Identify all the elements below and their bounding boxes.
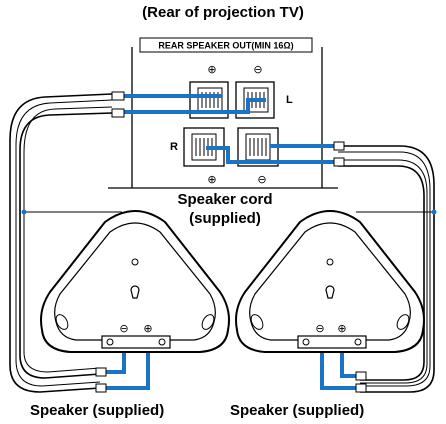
speaker-cord-right	[338, 145, 437, 393]
speaker-right: ⊖ ⊕	[235, 210, 425, 353]
plus-symbol-top: ⊕	[207, 63, 216, 76]
plus-symbol-bottom: ⊕	[207, 173, 216, 186]
panel-header-box	[139, 37, 313, 53]
diagram-title: (Rear of projection TV)	[142, 4, 304, 21]
left-channel-label: L	[286, 94, 293, 106]
speaker-left-minus: ⊖	[119, 322, 128, 335]
panel-header: REAR SPEAKER OUT(MIN 16Ω)	[158, 41, 293, 51]
speaker-right-plus: ⊕	[337, 322, 346, 335]
speaker-right-label: Speaker (supplied)	[230, 402, 365, 419]
cord-tips	[95, 91, 367, 393]
speaker-cord-left	[9, 93, 122, 393]
minus-symbol-top: ⊖	[253, 63, 262, 76]
speaker-left-label: Speaker (supplied)	[30, 402, 165, 419]
speaker-cord-label: Speaker cord (supplied)	[177, 191, 273, 227]
cable-connections	[100, 94, 360, 390]
speaker-right-minus: ⊖	[315, 322, 324, 335]
minus-symbol-bottom: ⊖	[257, 173, 266, 186]
right-channel-label: R	[170, 141, 178, 153]
speaker-left: ⊖ ⊕	[40, 210, 230, 353]
speaker-left-plus: ⊕	[143, 322, 152, 335]
